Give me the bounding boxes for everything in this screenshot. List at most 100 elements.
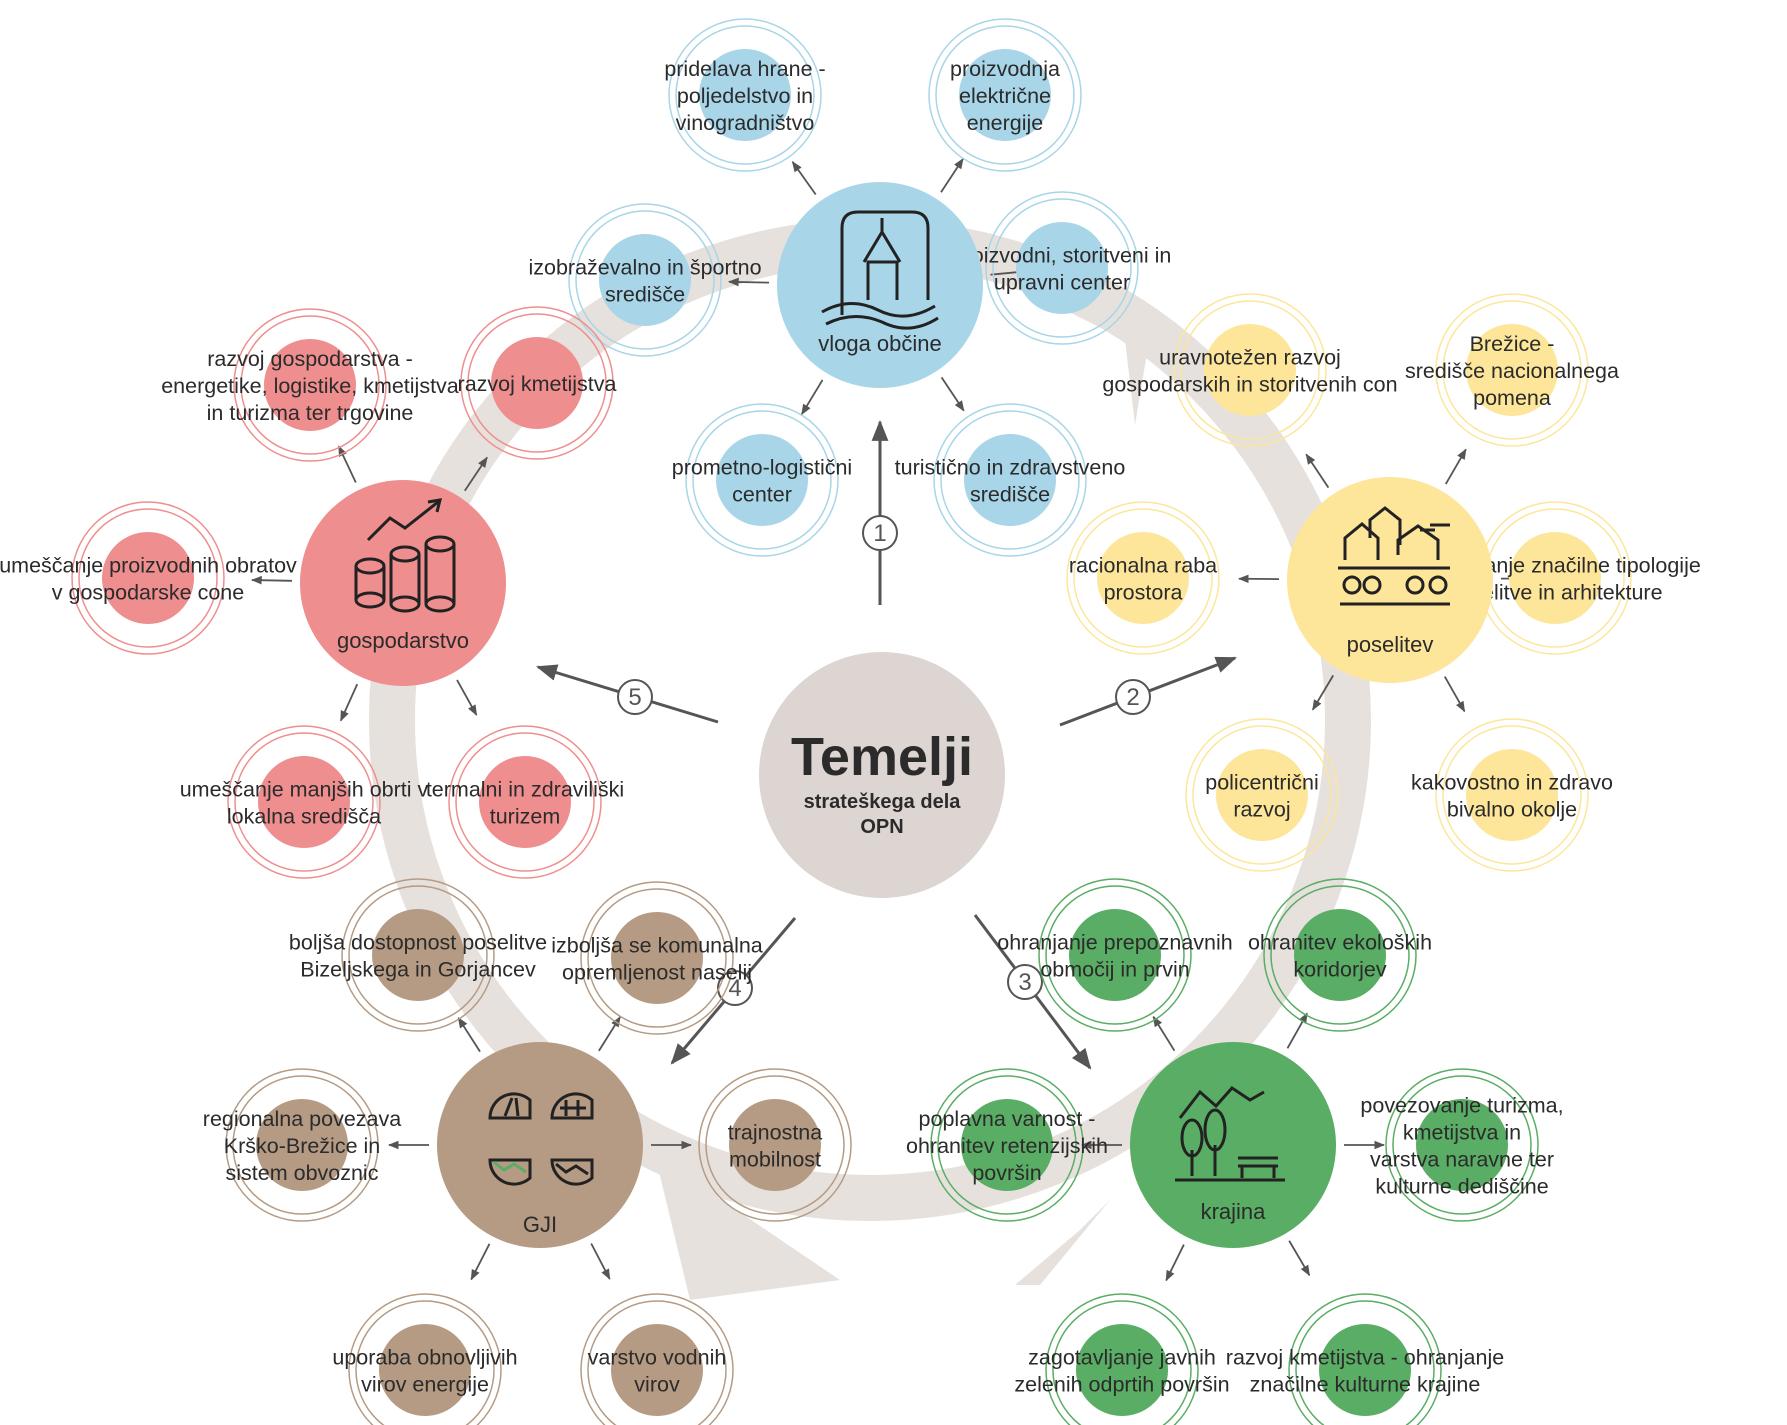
satellite-inner-ring bbox=[348, 885, 488, 1025]
satellite-inner-ring bbox=[1192, 725, 1332, 865]
satellite-krajina-3: poplavna varnost - ohranitev retenzijskih… bbox=[906, 1068, 1108, 1222]
hub-krajina: krajina bbox=[1130, 1042, 1336, 1248]
satellite-core bbox=[1319, 1324, 1411, 1416]
satellite-label-line: zagotavljanje javnih bbox=[1028, 1346, 1216, 1370]
growth-chart-coins-icon bbox=[354, 498, 456, 613]
hub-label-gji: GJI bbox=[523, 1212, 557, 1237]
connector-arrow bbox=[339, 683, 359, 722]
connector-arrow bbox=[337, 445, 357, 483]
step-arrows: 1 2 3 4 5 bbox=[535, 419, 1237, 1070]
satellite-label-line: virov bbox=[634, 1373, 680, 1397]
satellite-core bbox=[611, 912, 703, 1004]
satellite-label-line: središče bbox=[605, 283, 685, 307]
connector-arrow bbox=[940, 157, 964, 193]
satellite-inner-ring bbox=[1045, 885, 1185, 1025]
connector-arrow bbox=[727, 277, 770, 287]
satellite-core bbox=[1416, 1099, 1508, 1191]
connector-arrow bbox=[1288, 1240, 1311, 1277]
satellite-outer-ring bbox=[1435, 718, 1589, 872]
satellite-krajina-6: razvoj kmetijstva - ohranjanje značilne k… bbox=[1226, 1293, 1504, 1425]
satellite-core bbox=[716, 434, 808, 526]
satellite-label-line: poplavna varnost - bbox=[919, 1107, 1096, 1131]
satellite-core bbox=[959, 49, 1051, 141]
satellite-krajina-4: povezovanje turizma,kmetijstva invarstva… bbox=[1360, 1068, 1564, 1222]
satellite-inner-ring bbox=[992, 198, 1132, 338]
satellite-label-line: izobraževalno in športno bbox=[528, 256, 761, 280]
step-number: 4 bbox=[728, 975, 741, 1002]
hub-gji: GJI bbox=[437, 1042, 643, 1248]
satellite-outer-ring bbox=[985, 191, 1139, 345]
satellite-core bbox=[1466, 324, 1558, 416]
satellite-outer-ring bbox=[1385, 1068, 1539, 1222]
center-circle bbox=[759, 652, 1005, 898]
satellite-label-line: pridelava hrane - bbox=[664, 57, 825, 81]
satellite-label-line: koridorjev bbox=[1293, 958, 1386, 982]
connector-arrow bbox=[457, 1017, 481, 1053]
connector-arrow bbox=[1152, 1015, 1176, 1052]
satellite-label-line: center bbox=[732, 483, 792, 507]
connector-arrow bbox=[250, 575, 293, 585]
hub-label-poselitev: poselitev bbox=[1347, 632, 1434, 657]
step-badge-3: 3 bbox=[1007, 964, 1043, 1000]
satellite-label-line: Bizeljskega in Gorjancev bbox=[300, 958, 536, 982]
satellite-inner-ring bbox=[1052, 1300, 1192, 1425]
satellite-label-line: ohranitev retenzijskih bbox=[906, 1134, 1108, 1158]
step-number: 3 bbox=[1018, 969, 1031, 996]
satellite-outer-ring bbox=[668, 18, 822, 172]
connector-arrow bbox=[791, 161, 817, 196]
satellite-outer-ring bbox=[1045, 1293, 1199, 1425]
satellite-label-line: upravni center bbox=[994, 271, 1130, 295]
satellite-label-line: proizvodni, storitveni in bbox=[953, 244, 1172, 268]
satellite-outer-ring bbox=[1185, 718, 1339, 872]
satellite-label-line: varstvo vodnih bbox=[588, 1346, 727, 1370]
satellite-label-line: policentrični bbox=[1205, 771, 1319, 795]
satellite-label-line: Brežice - bbox=[1470, 332, 1555, 356]
satellite-core bbox=[264, 339, 356, 431]
cycle-arrowhead-bottom-left bbox=[655, 1155, 840, 1300]
satellite-label-line: energetike, logistike, kmetijstva bbox=[161, 374, 459, 398]
connector-arrow bbox=[1286, 1012, 1308, 1049]
connector-arrow bbox=[1305, 453, 1330, 489]
step-number: 5 bbox=[628, 684, 641, 711]
satellite-label-line: pomena bbox=[1473, 386, 1551, 410]
satellite-core bbox=[611, 1324, 703, 1416]
satellite-label-line: značilne kulturne krajine bbox=[1250, 1373, 1481, 1397]
satellite-outer-ring bbox=[1066, 501, 1220, 655]
satellite-outer-ring bbox=[1038, 878, 1192, 1032]
satellite-label-line: razvoj kmetijstva - ohranjanje bbox=[1226, 1346, 1504, 1370]
satellite-label-line: izboljša se komunalna bbox=[551, 934, 763, 958]
satellite-inner-ring bbox=[467, 313, 607, 453]
satellite-core bbox=[379, 1324, 471, 1416]
satellite-label-line: razvoj gospodarstva - bbox=[207, 347, 413, 371]
connector-arrow bbox=[456, 679, 478, 716]
center-title: Temelji bbox=[791, 727, 973, 787]
satellite-gospodarstvo-1: razvoj gospodarstva - energetike, logisti… bbox=[161, 308, 459, 462]
satellite-label-line: kmetijstva in bbox=[1403, 1121, 1521, 1145]
satellite-inner-ring bbox=[575, 210, 715, 350]
satellite-label-line: bivalno okolje bbox=[1447, 798, 1577, 822]
satellite-inner-ring bbox=[1392, 1075, 1532, 1215]
satellite-outer-ring bbox=[580, 881, 734, 1035]
step-badge-1: 1 bbox=[862, 515, 898, 551]
satellite-label-line: mobilnost bbox=[729, 1148, 821, 1172]
satellite-core bbox=[1294, 909, 1386, 1001]
satellite-core bbox=[1016, 222, 1108, 314]
satellite-label-line: središče nacionalnega bbox=[1405, 359, 1619, 383]
satellite-outer-ring bbox=[580, 1293, 734, 1425]
satellite-inner-ring bbox=[705, 1075, 845, 1215]
satellite-outer-ring bbox=[698, 1068, 852, 1222]
satellite-core bbox=[1216, 749, 1308, 841]
satellite-gji-6: varstvo vodnih virov bbox=[580, 1293, 734, 1425]
satellite-label-line: uravnotežen razvoj bbox=[1159, 346, 1341, 370]
satellite-outer-ring bbox=[348, 1293, 502, 1425]
infrastructure-icon bbox=[488, 1092, 594, 1186]
satellite-label-line: umeščanje proizvodnih obratov bbox=[0, 554, 297, 578]
satellite-inner-ring bbox=[355, 1300, 495, 1425]
satellite-inner-ring bbox=[935, 25, 1075, 165]
satellite-inner-ring bbox=[240, 315, 380, 455]
